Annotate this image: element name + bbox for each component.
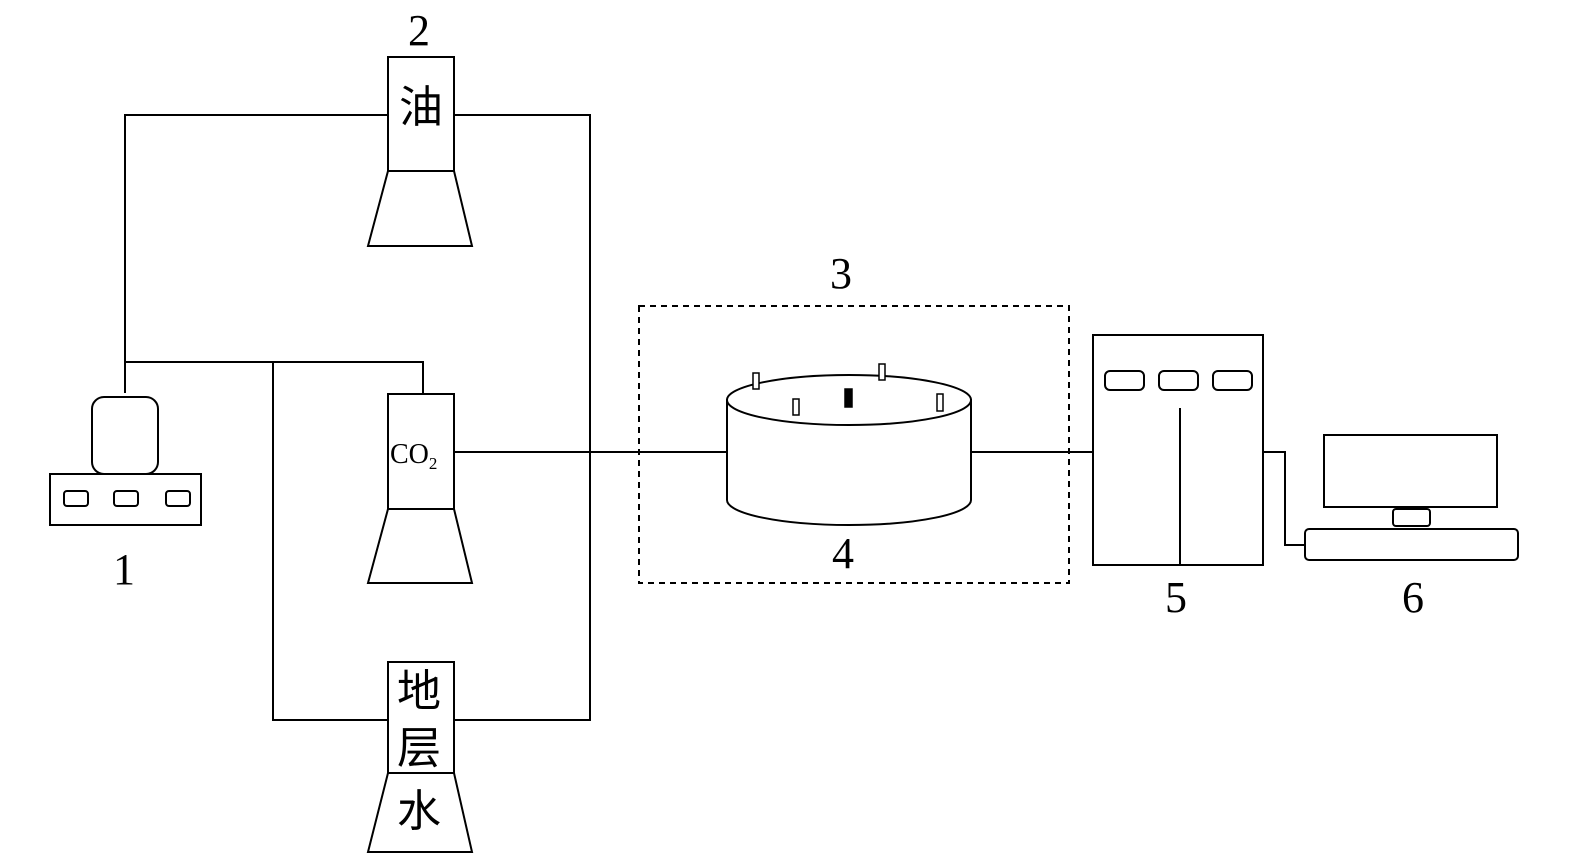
co2-vessel-body <box>387 393 455 510</box>
monitor-display-3 <box>1212 370 1253 391</box>
oil-vessel-base <box>366 170 474 247</box>
co2-vessel-label: CO2 <box>390 439 437 473</box>
core-holder-body <box>726 399 972 526</box>
oven: 3 <box>638 249 1070 584</box>
oil-vessel-label: 油 <box>399 82 443 133</box>
water-vessel-label-2: 层 <box>397 723 441 774</box>
oil-vessel: 油 2 <box>366 6 474 247</box>
water-vessel-label-3: 水 <box>397 786 441 837</box>
pipe-manifold <box>455 114 591 721</box>
cable-monitor-to-computer <box>1263 451 1306 546</box>
pump-button-2 <box>113 490 139 507</box>
water-vessel-label-1: 地 <box>397 666 441 717</box>
computer-keyboard <box>1304 528 1519 561</box>
monitor-cabinet-body <box>1092 334 1264 566</box>
computer: 6 <box>1304 434 1519 622</box>
oven-boundary <box>638 305 1070 584</box>
co2-vessel: CO2 <box>366 393 474 584</box>
pump-cylinder <box>91 396 159 475</box>
label-3: 3 <box>830 249 852 298</box>
sensor-3 <box>792 398 800 416</box>
formation-water-vessel: 地 层 水 <box>366 661 474 853</box>
pipelines <box>124 114 1306 721</box>
sensor-2 <box>878 363 886 381</box>
pipe-pump-to-water <box>272 362 388 721</box>
pipe-pump-to-oil <box>124 114 388 393</box>
sensor-1 <box>752 372 760 390</box>
monitor-display-1 <box>1104 370 1145 391</box>
co2-vessel-base <box>366 508 474 584</box>
sensor-5 <box>936 393 944 412</box>
core-holder: 4 <box>726 363 972 578</box>
pump: 1 <box>49 396 202 594</box>
label-2: 2 <box>408 6 430 55</box>
label-1: 1 <box>113 545 135 594</box>
pump-button-1 <box>63 490 89 507</box>
water-vessel-base <box>366 772 474 853</box>
label-4: 4 <box>832 529 854 578</box>
pipe-pump-to-co2 <box>125 361 424 394</box>
sensor-4 <box>844 388 853 408</box>
computer-stand <box>1392 508 1431 527</box>
monitor-display-2 <box>1158 370 1199 391</box>
label-5: 5 <box>1165 573 1187 622</box>
computer-screen <box>1323 434 1498 508</box>
monitor-cabinet: 5 <box>1092 334 1264 622</box>
water-vessel-body <box>387 661 455 774</box>
oil-vessel-body <box>387 56 455 172</box>
pump-button-3 <box>165 490 191 507</box>
label-6: 6 <box>1402 573 1424 622</box>
